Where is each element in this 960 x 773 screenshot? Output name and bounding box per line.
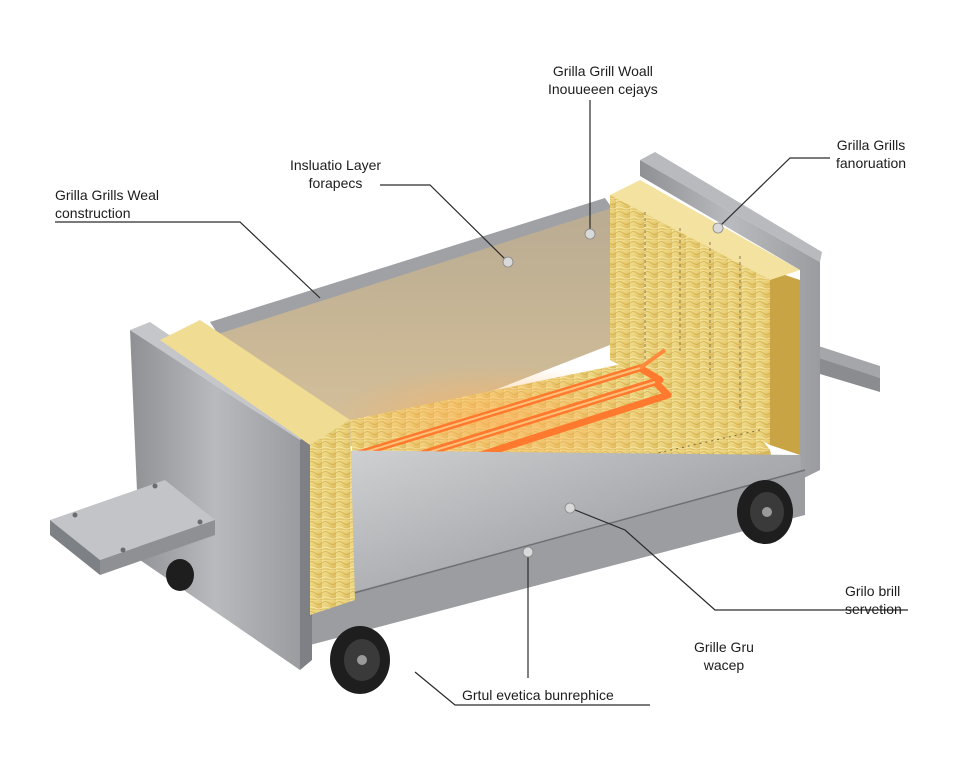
label-line: Insluatio Layer xyxy=(290,157,382,173)
label-line: Grilla Grills xyxy=(836,137,906,153)
label-bottom-center: Grtul evetica bunrephice xyxy=(462,686,614,704)
label-line: Grtul evetica bunrephice xyxy=(462,687,614,703)
wheel-rear-left xyxy=(166,559,194,591)
callout-dots xyxy=(502,222,724,558)
label-line: Grille Gru xyxy=(694,639,754,655)
leader-lines xyxy=(55,100,908,706)
left-insulation-block xyxy=(160,320,355,615)
left-side-shelf xyxy=(50,480,215,575)
front-steel-body xyxy=(300,450,806,645)
heating-element xyxy=(330,348,672,496)
wheel-front-right xyxy=(737,480,793,544)
label-line: Grilo brill xyxy=(845,583,901,599)
label-bottom-right-mid: Grille Gru wacep xyxy=(694,638,754,674)
label-line: construction xyxy=(55,205,131,221)
label-line: fanoruation xyxy=(836,155,907,171)
label-right-bottom: Grilo brill servetion xyxy=(845,582,902,618)
label-insulation-layer: Insluatio Layer forapecs xyxy=(290,156,381,192)
wheel-front-left xyxy=(330,626,390,694)
label-line: Grilla Grill Woall xyxy=(552,63,653,79)
label-right-top: Grilla Grills fanoruation xyxy=(836,136,906,172)
rear-steel-frame xyxy=(640,152,822,480)
label-left-construction: Grilla Grills Weal construction xyxy=(55,186,159,222)
label-line: wacep xyxy=(703,657,745,673)
label-line: servetion xyxy=(845,601,902,617)
label-line: Inouueeen cejays xyxy=(548,81,658,97)
label-line: forapecs xyxy=(308,175,363,191)
label-top-center: Grilla Grill Woall Inouueeen cejays xyxy=(548,62,658,98)
label-line: Grilla Grills Weal xyxy=(55,187,159,203)
